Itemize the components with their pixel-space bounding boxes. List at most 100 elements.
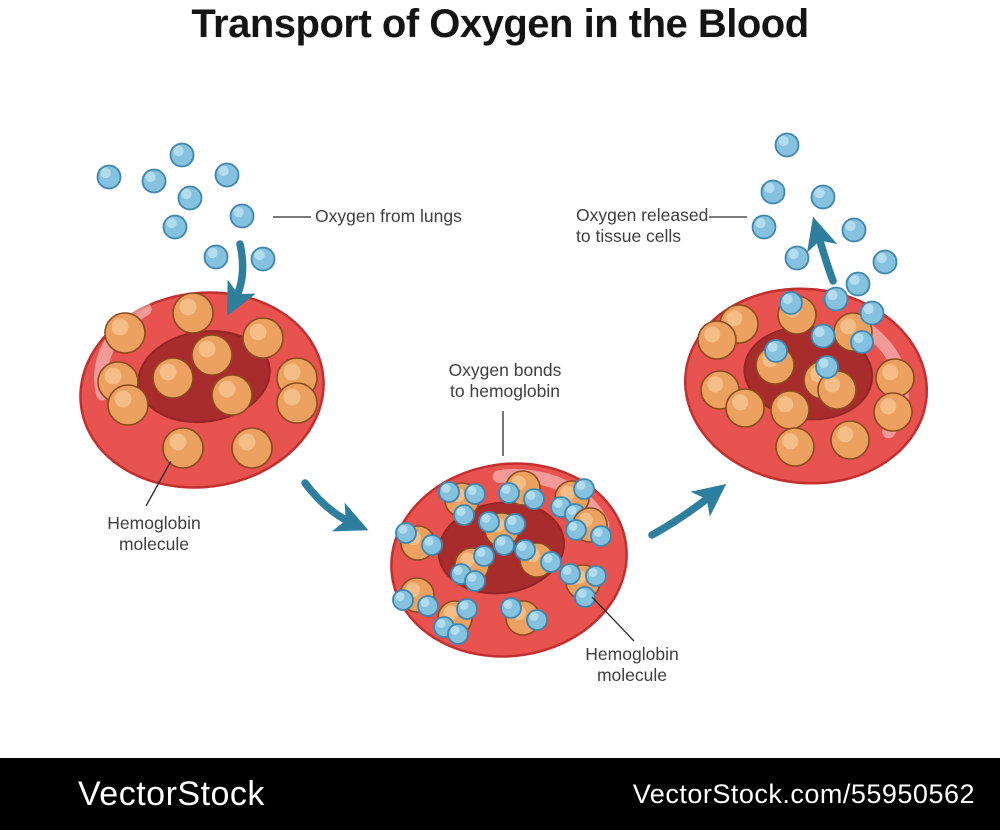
oxygen-highlight [577, 589, 587, 598]
hemoglobin-highlight [104, 367, 122, 385]
oxygen-molecule [540, 551, 562, 573]
label-oxygen-from-lungs: Oxygen from lungs [315, 206, 462, 226]
oxyhemoglobin-complex [514, 539, 562, 578]
oxygen-molecule [417, 595, 439, 617]
oxygen-highlight [576, 481, 586, 490]
oxyhemoglobin-complex [478, 511, 526, 556]
oxygen-molecule [438, 481, 460, 503]
oxygen-molecule [760, 179, 786, 205]
oxygen-highlight [436, 619, 446, 628]
hemoglobin-highlight [111, 318, 129, 336]
oxygen-highlight [876, 252, 887, 264]
hemoglobin-highlight [880, 398, 897, 415]
oxygen-highlight [503, 600, 513, 609]
oxygen-highlight [593, 528, 603, 537]
oxygen-highlight [166, 217, 177, 229]
oxyhemoglobin-complex [450, 545, 495, 592]
oxygen-molecule [456, 598, 478, 620]
oxygen-molecule [810, 323, 836, 349]
oxygen-molecule [774, 132, 800, 158]
diagram-scene [79, 132, 929, 658]
hemoglobin-highlight [704, 326, 721, 343]
hemoglobin-highlight [782, 433, 799, 450]
oxygen-molecule [585, 565, 607, 587]
oxygen-molecule [751, 214, 777, 240]
hemoglobin-highlight [560, 485, 575, 501]
oxygen-highlight [764, 182, 775, 194]
label-hemoglobin-molecule-middle: Hemoglobin molecule [585, 644, 679, 685]
oxygen-molecule [504, 513, 526, 535]
oxygen-highlight [441, 484, 451, 493]
oxygen-molecule [478, 511, 500, 533]
hemoglobin-highlight [198, 340, 216, 358]
oxygen-highlight [481, 514, 491, 523]
oxygen-highlight [562, 566, 572, 575]
oxygen-highlight [207, 247, 218, 259]
hemoglobin-highlight [159, 363, 177, 381]
oxygen-highlight [424, 537, 434, 546]
oxygen-highlight [254, 249, 265, 261]
hemoglobin-highlight [283, 388, 301, 406]
oxygen-molecule [784, 245, 810, 271]
oxygen-highlight [420, 598, 430, 607]
oxygen-highlight [818, 358, 829, 369]
oxygen-highlight [218, 165, 229, 177]
oxygen-molecule [872, 249, 898, 275]
oxygen-molecule [500, 597, 522, 619]
brand-text: VectorStock [78, 774, 265, 813]
hemoglobin-highlight [114, 390, 132, 408]
arrow-oxygen-release [806, 216, 838, 285]
oxygen-highlight [588, 568, 598, 577]
oxygen-molecule [764, 339, 788, 363]
oxygen-molecule [447, 623, 469, 645]
oxygen-highlight [459, 601, 469, 610]
pointer-line [145, 460, 172, 507]
oxygen-molecule [96, 164, 122, 190]
hemoglobin-highlight [283, 363, 301, 381]
oxygen-molecule [810, 184, 836, 210]
oxygen-molecule [573, 478, 595, 500]
oxygen-highlight [814, 326, 825, 338]
oxygen-molecule [815, 355, 839, 379]
oxyhemoglobin-complex [395, 522, 443, 561]
hemoglobin-highlight [218, 380, 236, 398]
oxygen-molecule [169, 142, 195, 168]
oxygen-molecule [421, 534, 443, 556]
diagram-canvas [79, 132, 929, 658]
oxygen-molecule [590, 525, 612, 547]
oxygen-molecule [395, 522, 417, 544]
oxygen-molecule [250, 246, 276, 272]
oxygen-highlight [782, 294, 793, 305]
arrow-oxygen-into-cell [226, 240, 256, 317]
oxygen-molecule [464, 570, 486, 592]
oxygen-highlight [145, 171, 156, 183]
hemoglobin-highlight [726, 310, 743, 327]
oxygen-molecule [526, 609, 548, 631]
oxygen-highlight [553, 499, 563, 508]
oxygen-molecule [162, 214, 188, 240]
oxygen-molecule [565, 519, 587, 541]
hemoglobin-highlight [837, 426, 854, 443]
oxygen-highlight [181, 188, 192, 200]
hemoglobin-highlight [249, 323, 267, 341]
oxyhemoglobin-complex [500, 597, 548, 636]
oxygen-highlight [529, 612, 539, 621]
oxygen-highlight [456, 507, 466, 516]
oxyhemoglobin-complex [565, 507, 612, 547]
oxygen-molecule [493, 534, 515, 556]
oxygen-molecule [841, 217, 867, 243]
oxygen-highlight [845, 220, 856, 232]
oxygen-molecule [779, 291, 803, 315]
oxygen-highlight [827, 289, 838, 301]
oxygen-highlight [507, 516, 517, 525]
oxygen-molecule [464, 483, 486, 505]
oxygen-highlight [568, 522, 578, 531]
oxygen-molecule [523, 488, 545, 510]
oxygen-molecule [214, 162, 240, 188]
oxygen-molecule [845, 271, 871, 297]
watermark-bar: VectorStock VectorStock.com/55950562 [0, 758, 1000, 830]
arrow-cell2-to-cell3 [648, 483, 727, 539]
oxygen-highlight [501, 485, 511, 494]
hemoglobin-highlight [732, 394, 749, 411]
